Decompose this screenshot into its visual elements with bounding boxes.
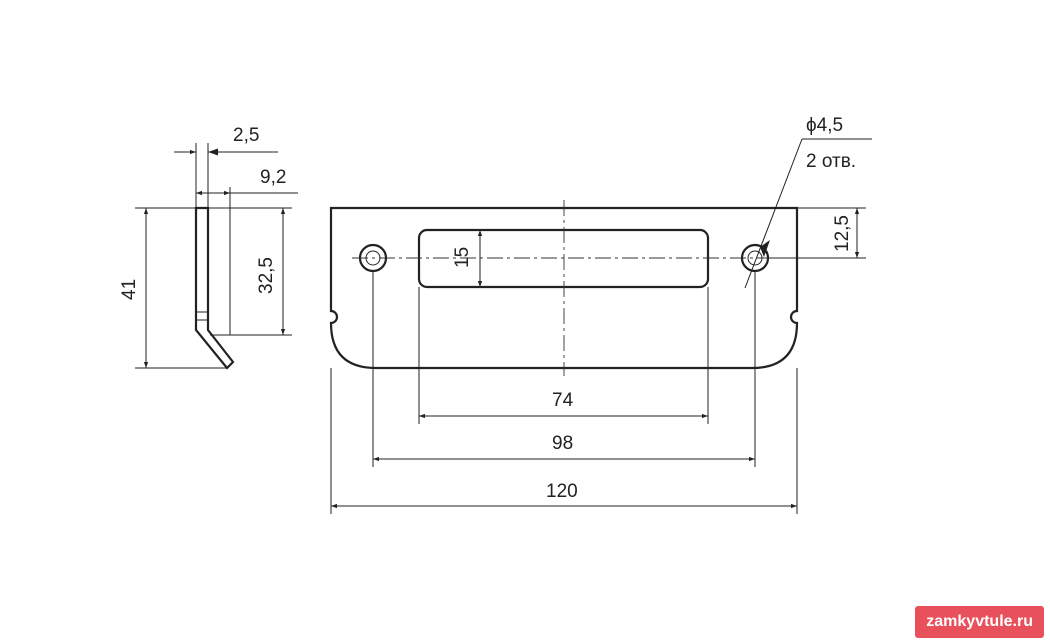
dim-hole-count: 2 отв.	[806, 151, 856, 172]
front-dimensions: 15 74 98 120 12,5 ϕ4,5 2 отв.	[330, 115, 872, 514]
side-profile	[194, 206, 235, 370]
front-view	[329, 200, 799, 376]
dim-slot-height: 15	[452, 247, 473, 268]
dim-thickness: 2,5	[233, 125, 259, 146]
dim-total-height: 41	[119, 279, 140, 300]
dim-lip-offset: 9,2	[260, 167, 286, 188]
dim-hole-offset: 12,5	[832, 215, 853, 252]
plate-outline	[329, 206, 799, 370]
side-view: 2,5 9,2 41 32,5	[119, 125, 298, 370]
dim-hole-spacing: 98	[552, 433, 573, 454]
dim-overall-width: 120	[546, 481, 578, 502]
dim-slot-width: 74	[552, 390, 574, 411]
dim-side-height: 32,5	[256, 257, 277, 294]
slot	[417, 228, 710, 289]
dim-hole-diameter: ϕ4,5	[806, 115, 843, 136]
watermark-logo[interactable]: zamkyvtule.ru	[915, 606, 1044, 638]
